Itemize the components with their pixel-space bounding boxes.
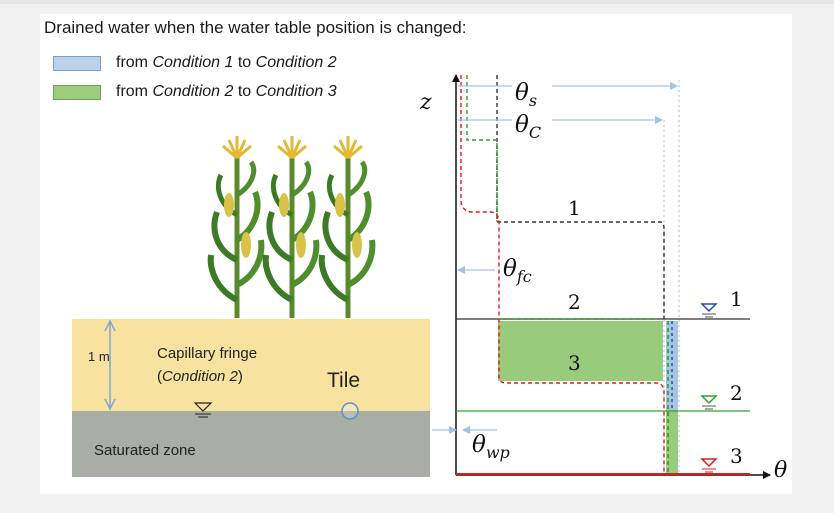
profile-curve-2 [466, 75, 498, 222]
corn-plant-icon [207, 136, 265, 318]
saturated-zone-label: Saturated zone [94, 442, 196, 459]
curve-label-2: 2 [568, 290, 581, 314]
corn-plants [207, 136, 376, 318]
water-table-label-1: 1 [730, 287, 743, 311]
saturated-zone [72, 411, 430, 477]
figure-heading: Drained water when the water table posit… [44, 18, 467, 37]
capillary-fringe-label: Capillary fringe [157, 345, 257, 362]
theta-fc-label: θfc [503, 256, 532, 286]
condition-2-label: (Condition 2) [157, 368, 243, 385]
water-table-marker-3 [700, 458, 718, 473]
capillary-fringe-zone [72, 319, 430, 411]
theta-c-label: θC [515, 112, 541, 142]
top-border [0, 0, 834, 4]
tile-label: Tile [327, 369, 360, 392]
water-table-marker-2 [700, 395, 718, 410]
theta-axis-label: θ [774, 458, 787, 483]
legend-swatch-green [53, 85, 101, 100]
water-table-icon [193, 402, 213, 418]
drained-area-2-to-3 [498, 321, 663, 381]
z-axis-label: z [419, 90, 432, 115]
water-table-marker-1 [700, 303, 718, 318]
corn-plant-icon [318, 136, 376, 318]
drained-strip-2-to-3 [666, 411, 678, 474]
theta-wp-label: θwp [472, 432, 510, 462]
legend-label: from Condition 1 to Condition 2 [116, 54, 337, 71]
tile-drain-icon [341, 402, 359, 420]
curve-label-3: 3 [568, 351, 581, 375]
water-table-label-2: 2 [730, 381, 743, 405]
legend-swatch-blue [53, 56, 101, 71]
corn-plant-icon [262, 136, 320, 318]
legend-label: from Condition 2 to Condition 3 [116, 83, 337, 100]
water-table-label-3: 3 [730, 444, 743, 468]
curve-label-1: 1 [568, 196, 581, 220]
theta-s-label: θs [515, 80, 537, 110]
depth-dimension [104, 319, 116, 411]
profile-curve-3 [460, 75, 665, 474]
depth-label: 1 m [88, 349, 110, 364]
profile-curve-1 [496, 75, 665, 319]
